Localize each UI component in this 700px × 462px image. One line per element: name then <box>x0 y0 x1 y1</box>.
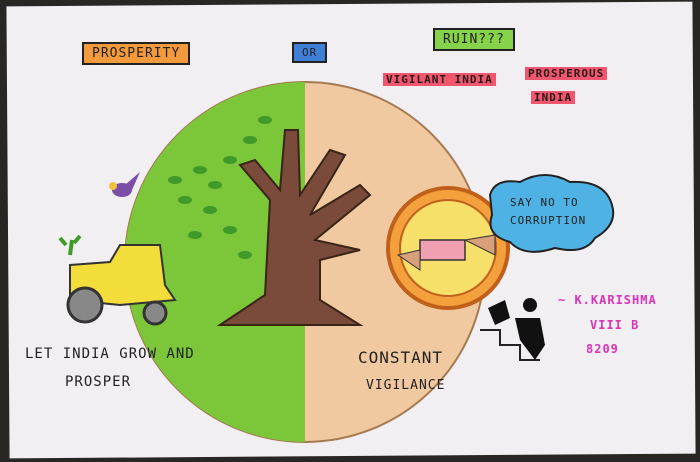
right-caption-line-2: VIGILANCE <box>366 378 446 393</box>
right-caption-line-1: CONSTANT <box>358 348 444 367</box>
left-caption-line-2: PROSPER <box>65 374 132 390</box>
slogan-vigilant-india: VIGILANT INDIA <box>383 73 496 86</box>
bubble-line-1: SAY NO TO <box>510 196 579 209</box>
slogan-prosperous: PROSPEROUS <box>525 67 608 80</box>
title-prosperity: PROSPERITY <box>82 42 191 65</box>
title-ruin: RUIN??? <box>433 28 515 51</box>
left-caption-line-1: LET INDIA GROW AND <box>25 346 195 362</box>
speech-bubble-shape <box>488 174 615 253</box>
tree-icon <box>168 116 372 326</box>
signature-number: 8209 <box>586 342 619 356</box>
bird-icon <box>109 172 140 197</box>
magnifier-icon <box>386 186 510 310</box>
signature-name: ~ K.KARISHMA <box>558 293 657 307</box>
bubble-line-2: CORRUPTION <box>510 214 587 227</box>
title-or: OR <box>292 42 328 63</box>
tractor-icon <box>58 234 177 326</box>
bribe-person-icon <box>480 298 545 361</box>
slogan-india: INDIA <box>531 91 576 104</box>
signature-class: VIII B <box>590 318 640 332</box>
